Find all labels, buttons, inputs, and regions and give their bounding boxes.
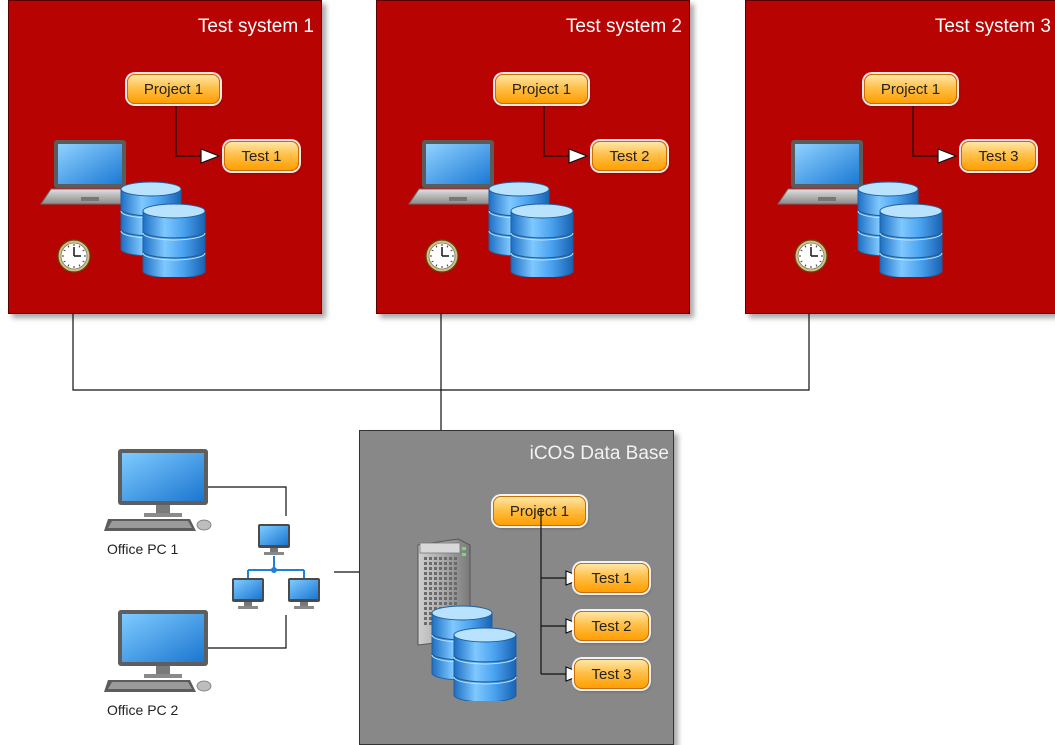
project-test-connector [912, 106, 958, 164]
test-system-title: Test system 1 [197, 16, 314, 37]
project-node: Project 1 [127, 74, 220, 104]
test-node: Test 3 [961, 141, 1036, 171]
database-icon [857, 181, 943, 277]
clock-icon [794, 239, 828, 273]
project-node: Project 1 [495, 74, 588, 104]
project-test-connector [543, 106, 589, 164]
project-test-connector [175, 106, 221, 164]
laptop-icon [40, 140, 140, 205]
laptop-icon [777, 140, 877, 205]
test-system-3-panel: Test system 3 Project 1 Test 3 [745, 0, 1055, 314]
project-node: Project 1 [864, 74, 957, 104]
project-node: Project 1 [493, 496, 586, 526]
network-icon [232, 524, 320, 609]
test-system-1-panel: Test system 1 Project 1 Test 1 [8, 0, 322, 314]
test-system-2-panel: Test system 2 Project 1 Test 2 [376, 0, 690, 314]
icos-database-title: iCOS Data Base [529, 443, 669, 464]
test-node: Test 1 [224, 141, 299, 171]
test-node: Test 2 [574, 611, 649, 641]
clock-icon [425, 239, 459, 273]
laptop-icon [408, 140, 508, 205]
desktop-pc-icon [104, 449, 212, 531]
office-pc-label: Office PC 2 [107, 702, 179, 718]
server-icon [417, 538, 471, 646]
office-pc-label: Office PC 1 [107, 541, 179, 557]
database-icon [431, 605, 517, 701]
clock-icon [57, 239, 91, 273]
test-system-title: Test system 2 [565, 16, 682, 37]
database-icon [120, 181, 206, 277]
desktop-pc-icon [104, 610, 212, 692]
database-icon [488, 181, 574, 277]
test-node: Test 3 [574, 659, 649, 689]
pc1-network-line [206, 486, 287, 516]
pc2-network-line [206, 615, 287, 649]
test-node: Test 1 [574, 563, 649, 593]
test-node: Test 2 [592, 141, 667, 171]
test-system-title: Test system 3 [934, 16, 1051, 37]
